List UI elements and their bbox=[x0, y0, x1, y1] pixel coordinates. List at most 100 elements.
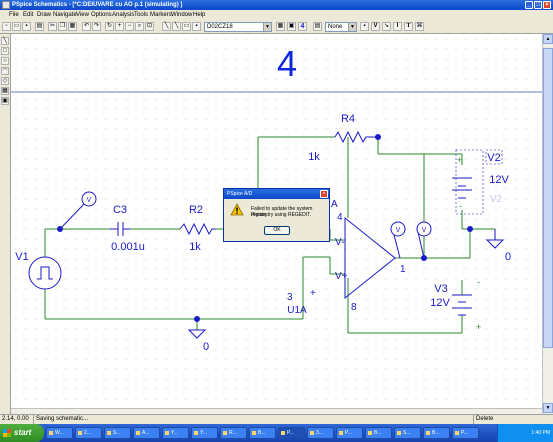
scroll-thumb[interactable] bbox=[543, 48, 553, 348]
menu-edit[interactable]: Edit bbox=[23, 12, 34, 18]
task-button[interactable]: P... bbox=[336, 427, 363, 439]
resistor-r4[interactable] bbox=[334, 130, 378, 144]
start-button[interactable]: start bbox=[0, 424, 44, 442]
resistor-r2[interactable] bbox=[179, 222, 216, 236]
scroll-up-icon[interactable]: ▲ bbox=[543, 34, 553, 44]
title-bar: PSpice Schematics - [*C:DEIUVARE cu AO p… bbox=[0, 0, 553, 10]
task-button[interactable]: A... bbox=[133, 427, 160, 439]
enable-bias-icon[interactable]: 4 bbox=[298, 22, 307, 31]
menu-markers[interactable]: Markers bbox=[150, 12, 172, 18]
minimize-button[interactable]: _ bbox=[525, 1, 533, 9]
probe-icon[interactable]: ⌘ bbox=[415, 22, 424, 31]
menu-options[interactable]: Options bbox=[91, 12, 112, 18]
task-label: A... bbox=[142, 430, 150, 436]
task-button[interactable]: Y... bbox=[191, 427, 218, 439]
draw-polyline-icon[interactable]: ◇ bbox=[1, 77, 9, 85]
simulate-icon[interactable]: ▣ bbox=[287, 22, 296, 31]
draw-line-icon[interactable]: ╲ bbox=[1, 37, 9, 45]
differential-marker-icon[interactable]: ↘ bbox=[382, 22, 391, 31]
menu-view[interactable]: View bbox=[76, 12, 89, 18]
new-file-icon[interactable]: ▫ bbox=[2, 22, 11, 31]
zoom-out-icon[interactable]: − bbox=[125, 22, 134, 31]
horizontal-scrollbar[interactable] bbox=[11, 408, 542, 414]
cut-icon[interactable]: ✂ bbox=[48, 22, 57, 31]
source-v1[interactable] bbox=[28, 256, 62, 290]
voltage-marker-icon[interactable]: V bbox=[371, 22, 380, 31]
voltage-marker-v2[interactable] bbox=[390, 221, 406, 259]
text-tool-icon[interactable]: T bbox=[404, 22, 413, 31]
voltage-marker-input[interactable] bbox=[59, 191, 97, 230]
copy-icon[interactable]: ❐ bbox=[58, 22, 67, 31]
current-marker-icon[interactable]: I bbox=[393, 22, 402, 31]
task-icon bbox=[194, 431, 198, 435]
redo-icon[interactable]: ↷ bbox=[92, 22, 101, 31]
clock[interactable]: 1:40 PM bbox=[531, 430, 550, 436]
part-select-value: D02CZ18 bbox=[207, 24, 233, 30]
open-folder-icon[interactable]: ▭ bbox=[12, 22, 21, 31]
task-label: B... bbox=[258, 430, 266, 436]
scroll-down-icon[interactable]: ▼ bbox=[543, 403, 553, 413]
ground-left[interactable] bbox=[187, 329, 207, 339]
get-part-icon[interactable]: ▪ bbox=[192, 22, 201, 31]
menu-window[interactable]: Window bbox=[171, 12, 193, 18]
task-button[interactable]: W... bbox=[46, 427, 73, 439]
close-button[interactable]: × bbox=[543, 1, 551, 9]
draw-block-icon[interactable]: ▭ bbox=[182, 22, 191, 31]
display-results-icon[interactable]: ▤ bbox=[313, 22, 322, 31]
draw-arc-icon[interactable]: ◠ bbox=[1, 67, 9, 75]
task-button[interactable]: P... bbox=[452, 427, 479, 439]
undo-icon[interactable]: ↶ bbox=[82, 22, 91, 31]
task-label: S... bbox=[403, 430, 411, 436]
menu-draw[interactable]: Draw bbox=[37, 12, 52, 18]
menu-tools[interactable]: Tools bbox=[134, 12, 149, 18]
capacitor-c3[interactable] bbox=[110, 222, 130, 236]
draw-circle-icon[interactable]: ○ bbox=[1, 57, 9, 65]
label-ground-left: 0 bbox=[203, 341, 209, 353]
v3-plus-sign: + bbox=[476, 322, 481, 332]
draw-rectangle-icon[interactable]: □ bbox=[1, 47, 9, 55]
schematic-canvas[interactable]: 4 bbox=[11, 34, 542, 414]
draw-wire-icon[interactable]: ╲ bbox=[162, 22, 171, 31]
system-tray: 1:40 PM bbox=[497, 424, 553, 442]
menu-file[interactable]: File bbox=[9, 12, 19, 18]
marker-icon[interactable]: ▪ bbox=[360, 22, 369, 31]
zoom-in-icon[interactable]: + bbox=[115, 22, 124, 31]
menu-analysis[interactable]: Analysis bbox=[112, 12, 135, 18]
menu-help[interactable]: Help bbox=[193, 12, 206, 18]
task-button[interactable]: S... bbox=[104, 427, 131, 439]
part-select-dropdown[interactable]: D02CZ18 ▼ bbox=[204, 22, 272, 32]
dialog-close-button[interactable]: × bbox=[320, 190, 328, 198]
task-button[interactable]: B... bbox=[365, 427, 392, 439]
vertical-scrollbar[interactable]: ▲ ▼ bbox=[542, 34, 553, 414]
voltage-marker-output[interactable] bbox=[416, 221, 432, 259]
maximize-button[interactable]: □ bbox=[534, 1, 542, 9]
paste-icon[interactable]: ▦ bbox=[68, 22, 77, 31]
task-button[interactable]: 2... bbox=[75, 427, 102, 439]
source-v3[interactable] bbox=[452, 294, 472, 316]
insert-picture-icon[interactable]: ▣ bbox=[1, 97, 9, 105]
save-icon[interactable]: ▪ bbox=[22, 22, 31, 31]
task-button-active[interactable]: P... bbox=[278, 427, 305, 439]
task-icon bbox=[78, 431, 82, 435]
task-button[interactable]: R... bbox=[220, 427, 247, 439]
print-icon[interactable]: ▤ bbox=[35, 22, 44, 31]
source-v2[interactable] bbox=[452, 177, 472, 199]
zoom-fit-icon[interactable]: ⊡ bbox=[145, 22, 154, 31]
draw-bus-icon[interactable]: ╲ bbox=[172, 22, 181, 31]
ground-right[interactable] bbox=[485, 229, 505, 249]
task-button[interactable]: 3... bbox=[307, 427, 334, 439]
zoom-area-icon[interactable]: ⌕ bbox=[135, 22, 144, 31]
setup-icon[interactable]: ▦ bbox=[276, 22, 285, 31]
menu-navigate[interactable]: Navigate bbox=[53, 12, 77, 18]
task-button[interactable]: Y... bbox=[162, 427, 189, 439]
ok-button[interactable]: OK bbox=[264, 226, 290, 235]
task-button[interactable]: B... bbox=[249, 427, 276, 439]
task-label: R... bbox=[229, 430, 237, 436]
task-button[interactable]: B... bbox=[423, 427, 450, 439]
task-button[interactable]: S... bbox=[394, 427, 421, 439]
opamp-u1a[interactable] bbox=[344, 216, 396, 300]
attribute-select-dropdown[interactable]: None ▼ bbox=[325, 22, 357, 32]
draw-text-icon[interactable]: ▦ bbox=[1, 87, 9, 95]
label-v2: V2 bbox=[487, 152, 500, 164]
redraw-icon[interactable]: ↻ bbox=[105, 22, 114, 31]
